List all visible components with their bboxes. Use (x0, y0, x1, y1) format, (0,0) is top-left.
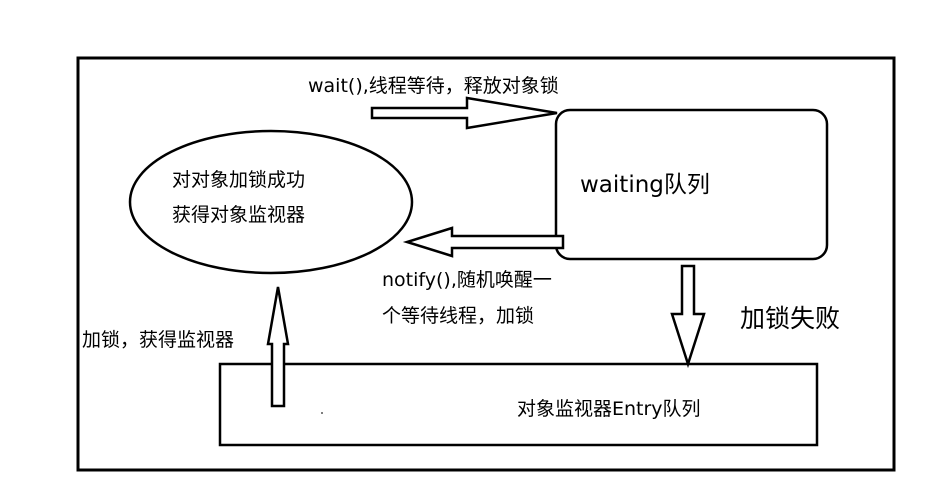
lock-fail-arrow (670, 264, 706, 369)
outer-frame (76, 56, 896, 472)
wait-arrow (370, 96, 558, 130)
acquire-arrow (266, 286, 290, 408)
notify-arrow-label-line1: notify(),随机唤醒一 (382, 269, 552, 291)
notify-arrow (402, 226, 565, 258)
monitor-owner-ellipse (128, 129, 414, 275)
entry-queue-box (218, 362, 819, 447)
monitor-owner-line1: 对对象加锁成功 (172, 169, 305, 191)
monitor-owner-line2: 获得对象监视器 (172, 204, 305, 226)
stray-dot (321, 412, 323, 414)
lock-fail-label: 加锁失败 (740, 304, 840, 333)
waiting-queue-label: waiting队列 (580, 172, 710, 198)
acquire-arrow-label: 加锁，获得监视器 (82, 329, 234, 351)
waiting-queue-box (554, 108, 829, 261)
notify-arrow-label-line2: 个等待线程，加锁 (382, 305, 534, 327)
wait-arrow-label: wait(),线程等待，释放对象锁 (308, 75, 559, 97)
entry-queue-label: 对象监视器Entry队列 (517, 398, 701, 420)
